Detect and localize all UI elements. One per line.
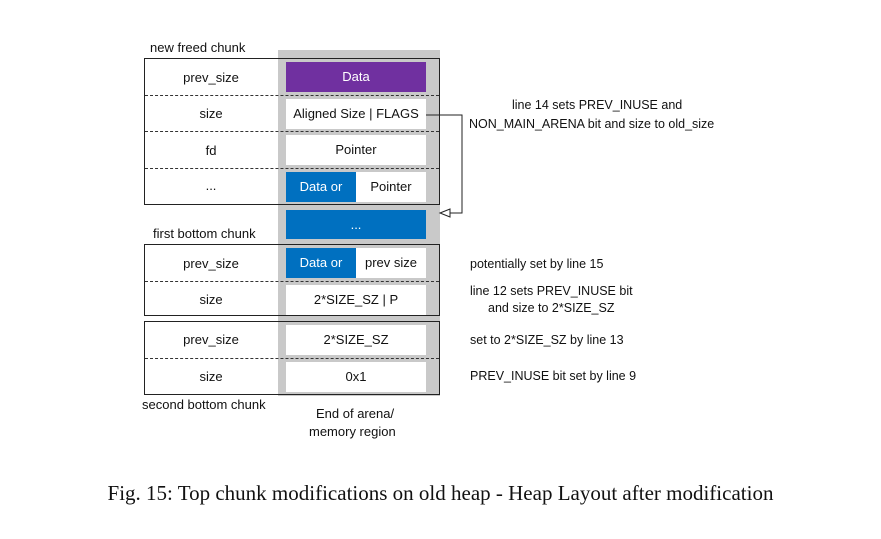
cell-pointer: Pointer <box>286 135 426 165</box>
divider <box>145 131 439 132</box>
cell-aligned-size: Aligned Size | FLAGS <box>286 99 426 129</box>
cell-data-or-2: Data or <box>286 248 356 278</box>
note-line9: PREV_INUSE bit set by line 9 <box>470 369 637 383</box>
note-line13: set to 2*SIZE_SZ by line 13 <box>470 333 624 347</box>
note-line15: potentially set by line 15 <box>470 257 604 271</box>
note-line12-b: and size to 2*SIZE_SZ <box>488 301 615 315</box>
divider <box>145 168 439 169</box>
cell-between-ellipsis: ... <box>286 210 426 239</box>
first-bottom-chunk-box <box>144 244 440 316</box>
field-size: size <box>199 106 223 121</box>
label-first-bottom-chunk: first bottom chunk <box>153 226 256 241</box>
field-size-3: size <box>199 369 223 384</box>
second-bottom-chunk-box <box>144 321 440 395</box>
note-line12-a: line 12 sets PREV_INUSE bit <box>470 284 633 298</box>
label-new-freed-chunk: new freed chunk <box>150 40 246 55</box>
field-fd: fd <box>205 143 217 158</box>
cell-2-size-sz: 2*SIZE_SZ <box>286 325 426 355</box>
cell-pointer-2: Pointer <box>356 172 426 202</box>
field-prev-size-3: prev_size <box>183 332 239 347</box>
figure-caption: Fig. 15: Top chunk modifications on old … <box>107 481 774 505</box>
cell-data: Data <box>286 62 426 92</box>
divider <box>145 281 439 282</box>
cell-data-or: Data or <box>286 172 356 202</box>
divider <box>145 95 439 96</box>
note-line14-a: line 14 sets PREV_INUSE and <box>512 98 683 112</box>
cell-0x1: 0x1 <box>286 362 426 392</box>
label-end-of-arena: End of arena/ <box>316 406 395 421</box>
note-line14-b: NON_MAIN_ARENA bit and size to old_size <box>469 117 715 131</box>
label-second-bottom-chunk: second bottom chunk <box>142 397 266 412</box>
divider <box>145 358 439 359</box>
field-prev-size-2: prev_size <box>183 256 239 271</box>
field-size-2: size <box>199 292 223 307</box>
label-memory-region: memory region <box>309 424 396 439</box>
field-ellipsis: ... <box>205 178 217 193</box>
cell-size-p: 2*SIZE_SZ | P <box>286 285 426 315</box>
cell-prev-size-val: prev size <box>356 248 426 278</box>
field-prev-size: prev_size <box>183 70 239 85</box>
